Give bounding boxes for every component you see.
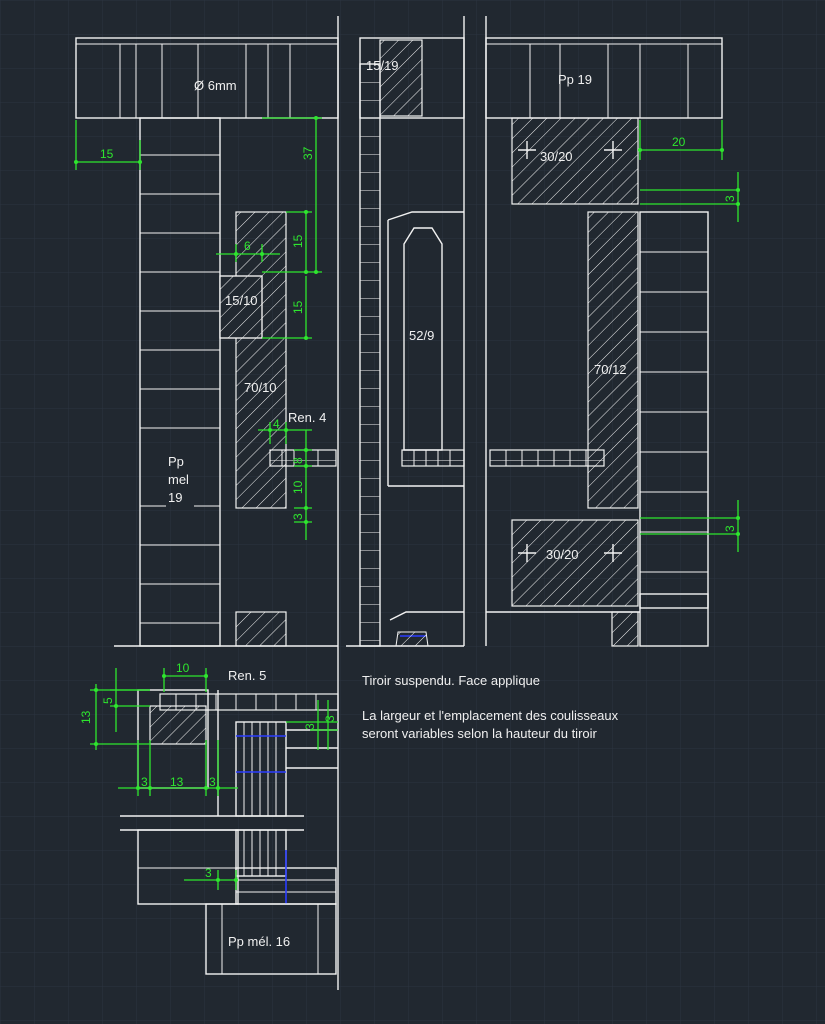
cleat-30-20-bottom bbox=[511, 519, 639, 607]
section-15-10 bbox=[219, 275, 263, 339]
dim-3-right-bottom: 3 bbox=[723, 525, 737, 532]
dim-37: 37 bbox=[301, 146, 315, 160]
label-pp-line1: Pp bbox=[168, 454, 184, 469]
screw-cross-icons bbox=[518, 141, 622, 562]
drawer-front-ladder bbox=[346, 63, 464, 647]
label-pp-line3: 19 bbox=[168, 490, 182, 505]
dim-6: 6 bbox=[244, 239, 251, 253]
dim-15-b: 15 bbox=[291, 300, 305, 314]
label-pp-mel16: Pp mél. 16 bbox=[228, 934, 290, 949]
drawer-box bbox=[387, 211, 465, 647]
runner-right bbox=[489, 449, 605, 467]
label-dia-6mm: Ø 6mm bbox=[194, 78, 237, 93]
dim-10: 10 bbox=[291, 480, 305, 494]
label-52-9: 52/9 bbox=[409, 328, 434, 343]
note-line2: seront variables selon la hauteur du tir… bbox=[362, 726, 598, 741]
label-15-10: 15/10 bbox=[225, 293, 258, 308]
section-15-19 bbox=[379, 39, 423, 117]
label-pp19: Pp 19 bbox=[558, 72, 592, 87]
label-30-20-top: 30/20 bbox=[540, 149, 573, 164]
runner-right-ticks bbox=[505, 450, 587, 466]
dim-8: 8 bbox=[291, 457, 305, 464]
bottom-block-right bbox=[611, 611, 639, 647]
label-ren5: Ren. 5 bbox=[228, 668, 266, 683]
label-70-10: 70/10 bbox=[244, 380, 277, 395]
dim-3-ren5-d: 3 bbox=[209, 775, 216, 789]
dim-3-ren5-b: 3 bbox=[323, 715, 337, 722]
section-70-12 bbox=[587, 211, 639, 509]
dim-13-horizontal: 13 bbox=[170, 775, 184, 789]
label-15-19: 15/19 bbox=[366, 58, 399, 73]
dim-20: 20 bbox=[672, 135, 686, 149]
dim-3-left: 3 bbox=[291, 513, 305, 520]
dim-10-ren5: 10 bbox=[176, 661, 190, 675]
dim-15-a: 15 bbox=[291, 234, 305, 248]
left-side-panel bbox=[114, 117, 338, 647]
label-ren4: Ren. 4 bbox=[288, 410, 326, 425]
center-verticals bbox=[337, 16, 487, 990]
dim-3-ren5-c: 3 bbox=[141, 775, 148, 789]
note-line1: La largeur et l'emplacement des coulisse… bbox=[362, 708, 619, 723]
note-title: Tiroir suspendu. Face applique bbox=[362, 673, 540, 688]
dim-3-right-top: 3 bbox=[723, 195, 737, 202]
bottom-block-left bbox=[235, 611, 287, 647]
dim-13-vertical: 13 bbox=[79, 710, 93, 724]
label-70-12: 70/12 bbox=[594, 362, 627, 377]
dim-15-left: 15 bbox=[100, 147, 114, 161]
dim-3-bottom: 3 bbox=[205, 866, 212, 880]
right-side-panel bbox=[486, 211, 709, 647]
ren5-detail bbox=[120, 689, 339, 975]
label-30-20-bottom: 30/20 bbox=[546, 547, 579, 562]
dim-4: 4 bbox=[273, 417, 280, 431]
dimension-arrows bbox=[74, 116, 740, 882]
dim-5: 5 bbox=[101, 697, 115, 704]
label-pp-line2: mel bbox=[168, 472, 189, 487]
cleat-30-20-top bbox=[511, 117, 639, 205]
dim-3-ren5-a: 3 bbox=[303, 723, 317, 730]
